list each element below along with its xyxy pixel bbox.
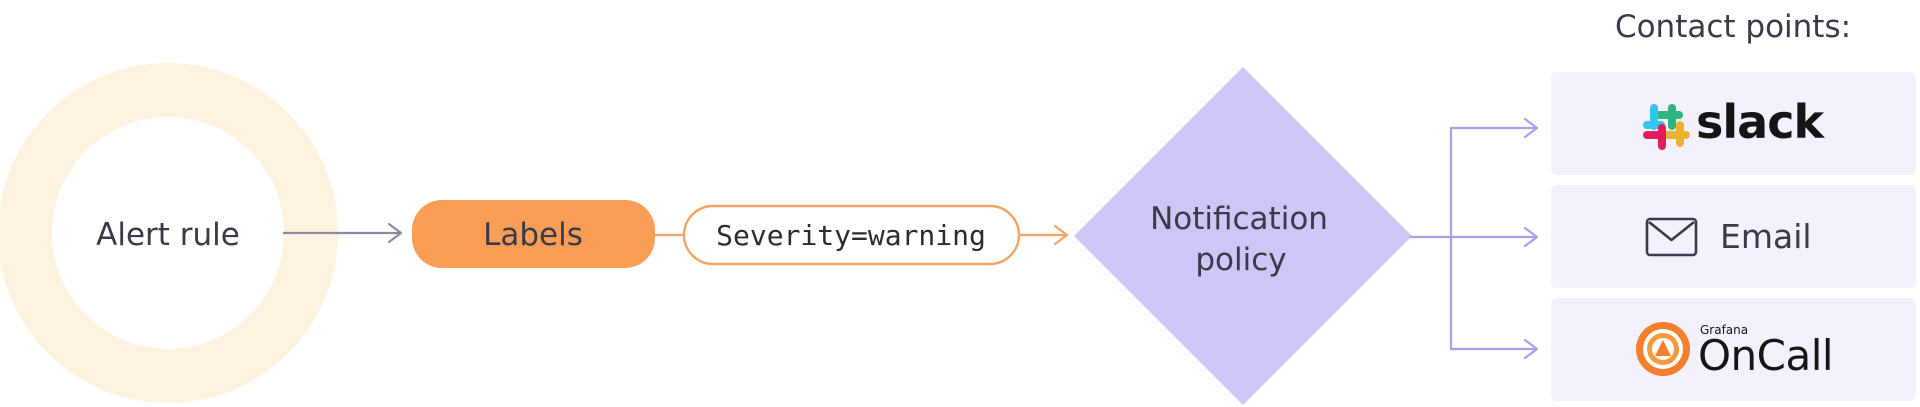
- email-label: Email: [1720, 217, 1812, 256]
- policy-label-line2: policy: [1195, 242, 1286, 278]
- policy-branch-arrows: [1410, 128, 1537, 349]
- label-value-text: Severity=warning: [716, 219, 986, 252]
- envelope-icon: [1645, 217, 1698, 257]
- contact-points-heading: Contact points:: [1615, 9, 1851, 45]
- contact-point-oncall: Grafana OnCall: [1551, 298, 1916, 401]
- slack-logo-icon: [1643, 104, 1690, 150]
- labels-pill: [412, 200, 655, 268]
- oncall-sublabel: Grafana: [1700, 323, 1748, 337]
- labels-node: Labels: [412, 200, 655, 268]
- label-value-node: Severity=warning: [682, 204, 1021, 266]
- oncall-label: OnCall: [1698, 331, 1833, 380]
- slack-label: slack: [1696, 95, 1825, 149]
- oncall-card: [1551, 298, 1916, 401]
- alert-rule-label: Alert rule: [96, 217, 240, 253]
- grafana-oncall-logo-icon: [1636, 322, 1690, 376]
- policy-label-line1: Notification: [1150, 201, 1328, 237]
- contact-point-email: Email: [1551, 185, 1916, 288]
- email-card: [1551, 185, 1916, 288]
- policy-diamond: [1074, 67, 1412, 405]
- alert-rule-node: Alert rule: [0, 63, 338, 403]
- notification-policy-node: Notification policy: [1074, 67, 1412, 405]
- contact-point-slack: slack: [1551, 72, 1916, 175]
- labels-label: Labels: [483, 217, 583, 253]
- slack-card: [1551, 72, 1916, 175]
